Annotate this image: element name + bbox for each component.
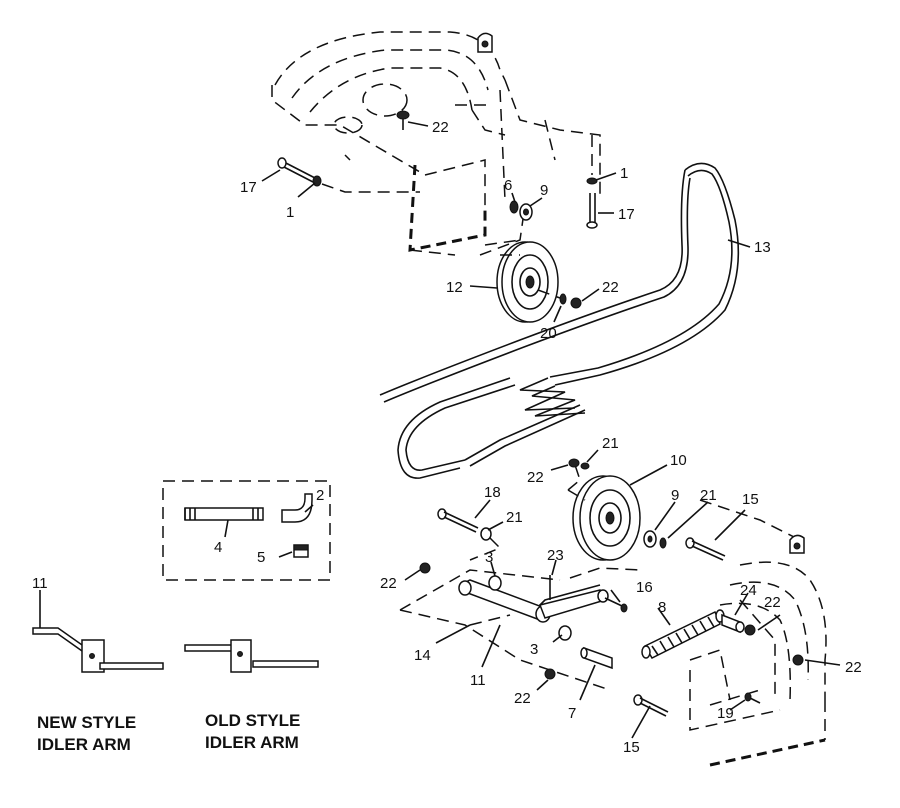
bushing-5 (293, 544, 309, 558)
deck-clip-top (477, 32, 493, 53)
washer-21-lower (659, 537, 667, 549)
callout-17: 17 (618, 206, 635, 223)
washer-21-pulley10 (580, 462, 590, 470)
callout-4: 4 (214, 539, 222, 556)
nut-22-left (419, 562, 431, 574)
callout-2: 2 (316, 487, 324, 504)
spacer-9-upper (519, 203, 533, 221)
callout-21: 21 (700, 487, 717, 504)
bolt-18 (437, 508, 502, 561)
tube-4 (184, 507, 264, 521)
callout-14: 14 (414, 647, 431, 664)
bolt-15-lower (633, 694, 669, 717)
pulley-12 (484, 239, 561, 323)
nut-22-pulley10 (568, 458, 580, 468)
callout-11: 11 (470, 672, 486, 689)
spacer-9-lower (643, 530, 657, 548)
old-style-caption-line1: OLD STYLE (205, 711, 300, 730)
lower-bracket (709, 700, 826, 767)
callout-22: 22 (764, 594, 781, 611)
callout-9: 9 (540, 182, 548, 199)
callout-17: 17 (240, 179, 257, 196)
callout-22: 22 (845, 659, 862, 676)
callout-15: 15 (623, 739, 640, 756)
elbow-2 (281, 493, 313, 523)
captions: NEW STYLE IDLER ARM OLD STYLE IDLER ARM (37, 711, 300, 754)
callout-labels: 17 1 22 6 9 1 17 13 12 22 20 21 22 10 2 … (32, 119, 862, 756)
new-style-idler-arm (32, 627, 164, 673)
spacer-3-upper (488, 575, 502, 591)
callout-19: 19 (717, 705, 734, 722)
upper-deck-outline (271, 31, 601, 210)
pin-7 (580, 646, 613, 670)
callout-1: 1 (286, 204, 294, 221)
bolt-16 (604, 597, 628, 613)
callout-9: 9 (671, 487, 679, 504)
callout-1: 1 (620, 165, 628, 182)
callout-20: 20 (540, 325, 557, 342)
callout-23: 23 (547, 547, 564, 564)
callout-12: 12 (446, 279, 463, 296)
callout-3: 3 (485, 549, 493, 566)
callout-3: 3 (530, 641, 538, 658)
plate-14 (399, 567, 641, 691)
pulley-10 (567, 464, 641, 561)
inset-box (162, 480, 331, 581)
bolt-17-right (586, 135, 598, 229)
bolt-15-upper (685, 537, 726, 561)
belt-13 (379, 162, 740, 479)
callout-22: 22 (602, 279, 619, 296)
callout-24: 24 (740, 582, 757, 599)
callout-8: 8 (658, 599, 666, 616)
nut-22-pulley12 (570, 297, 582, 309)
spacer-24 (721, 613, 745, 634)
callout-7: 7 (568, 705, 576, 722)
nut-22-right (792, 654, 804, 666)
callout-5: 5 (257, 549, 265, 566)
new-style-caption-line1: NEW STYLE (37, 713, 136, 732)
idler-arm-11 (458, 579, 609, 623)
callout-22: 22 (514, 690, 531, 707)
washer-6 (509, 200, 519, 214)
callout-22: 22 (380, 575, 397, 592)
new-style-caption-line2: IDLER ARM (37, 735, 131, 754)
callout-13: 13 (754, 239, 771, 256)
callout-11: 11 (32, 575, 48, 592)
nut-22-spacer (744, 624, 756, 636)
deck-clip-bottom (789, 534, 805, 554)
callout-22: 22 (527, 469, 544, 486)
callout-22: 22 (432, 119, 449, 136)
spacer-3-lower (558, 625, 572, 641)
nut-22-top (396, 110, 410, 130)
callout-16: 16 (636, 579, 653, 596)
nut-22-bottom (544, 668, 556, 680)
washer-20 (559, 293, 567, 305)
lower-deck-outline (689, 499, 827, 731)
spring-8 (641, 609, 725, 659)
callout-10: 10 (670, 452, 687, 469)
old-style-idler-arm (184, 639, 319, 673)
bolt-17-left (277, 157, 420, 193)
leader-lines (39, 121, 841, 739)
callout-18: 18 (484, 484, 501, 501)
old-style-caption-line2: IDLER ARM (205, 733, 299, 752)
callout-6: 6 (504, 177, 512, 194)
callout-15: 15 (742, 491, 759, 508)
callout-21: 21 (602, 435, 619, 452)
callout-21: 21 (506, 509, 523, 526)
bolt-19 (744, 692, 761, 704)
